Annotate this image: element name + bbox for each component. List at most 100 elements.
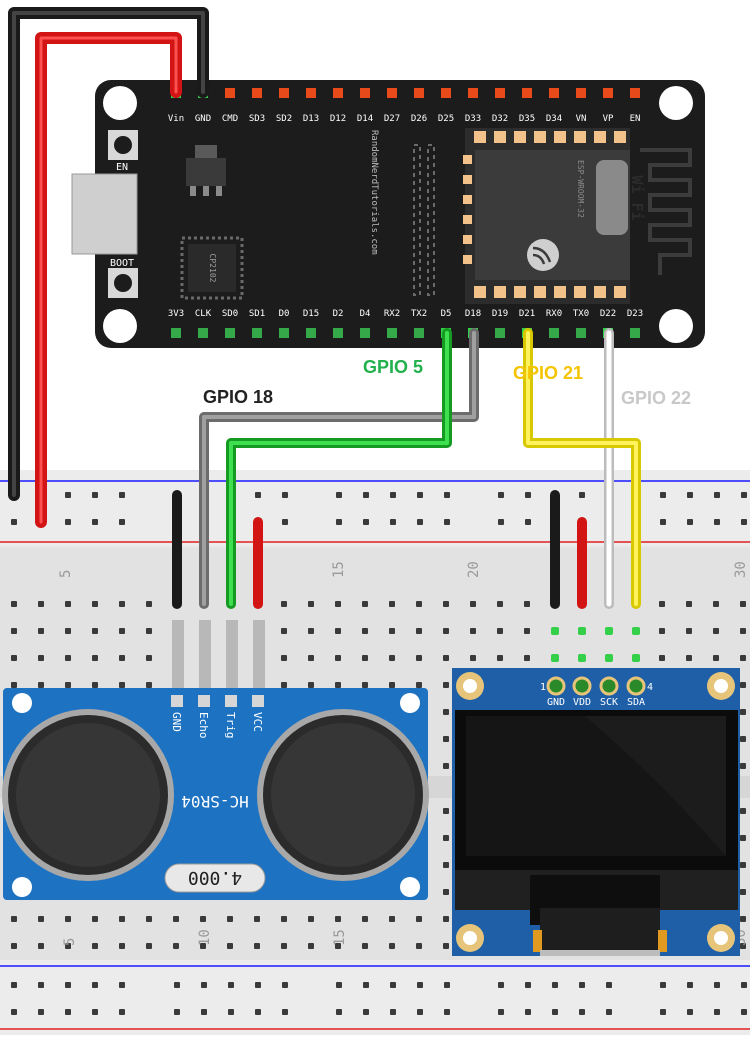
breadboard-hole <box>741 1009 747 1015</box>
breadboard-hole <box>741 492 747 498</box>
breadboard-hole <box>65 982 71 988</box>
board-pin-label: TX2 <box>411 309 427 319</box>
board-pin-label: SD1 <box>249 309 265 319</box>
breadboard-hole <box>363 519 369 525</box>
breadboard-hole <box>660 982 666 988</box>
breadboard-hole <box>335 655 341 661</box>
column-number: 15 <box>331 561 347 578</box>
board-pin-label: D21 <box>519 309 535 319</box>
breadboard-hole <box>119 1009 125 1015</box>
breadboard-hole <box>687 519 693 525</box>
breadboard-hole <box>200 916 206 922</box>
breadboard-hole <box>686 601 692 607</box>
board-pin-label: D33 <box>465 114 481 124</box>
breadboard-hole <box>659 628 665 634</box>
breadboard-hole <box>119 682 125 688</box>
breadboard-hole <box>714 492 720 498</box>
breadboard-hole <box>443 628 449 634</box>
board-pin-label: SD0 <box>222 309 238 319</box>
breadboard-hole <box>146 601 152 607</box>
breadboard-hole <box>254 916 260 922</box>
board-pin <box>333 88 343 98</box>
wires <box>8 7 641 609</box>
board-pin-label: D15 <box>303 309 319 319</box>
breadboard-hole <box>65 916 71 922</box>
breadboard-hole <box>363 1009 369 1015</box>
breadboard-hole <box>38 682 44 688</box>
mounting-hole <box>659 309 693 343</box>
breadboard-hole <box>443 736 449 742</box>
board-pin-label: D19 <box>492 309 508 319</box>
breadboard-hole <box>417 492 423 498</box>
breadboard-hole <box>228 982 234 988</box>
mounting-hole <box>103 309 137 343</box>
oled-pin-first: 1 <box>540 682 546 693</box>
breadboard-hole <box>92 682 98 688</box>
breadboard-hole <box>363 492 369 498</box>
breadboard-hole <box>498 982 504 988</box>
board-pin-label: VN <box>576 114 587 124</box>
breadboard-hole <box>444 519 450 525</box>
gpio18-label: GPIO 18 <box>203 387 273 407</box>
board-pin <box>522 88 532 98</box>
breadboard-hole <box>65 655 71 661</box>
board-pin-label: D5 <box>441 309 452 319</box>
board-pin <box>306 88 316 98</box>
module-pad <box>614 286 626 298</box>
column-number: 10 <box>197 929 213 946</box>
module-pad <box>463 175 472 184</box>
breadboard-hole <box>740 601 746 607</box>
breadboard-hole <box>146 916 152 922</box>
board-pin-label: GND <box>195 114 211 124</box>
breadboard-hole <box>92 628 98 634</box>
column-number: 15 <box>332 929 348 946</box>
gpio21-label: GPIO 21 <box>513 363 583 383</box>
cp2102-chip: CP2102 <box>180 236 244 300</box>
breadboard-hole <box>390 1009 396 1015</box>
breadboard-hole <box>11 519 17 525</box>
module-pad <box>534 131 546 143</box>
breadboard-hole <box>92 982 98 988</box>
breadboard-hole <box>740 943 746 949</box>
breadboard-hole <box>38 1009 44 1015</box>
breadboard-hole <box>740 763 746 769</box>
breadboard-hole <box>443 808 449 814</box>
breadboard-hole <box>38 916 44 922</box>
breadboard-hole <box>308 916 314 922</box>
module-pad <box>534 286 546 298</box>
breadboard-hole <box>308 655 314 661</box>
breadboard-hole <box>228 1009 234 1015</box>
breadboard-hole <box>119 916 125 922</box>
sensor-pin-vcc: VCC <box>251 712 264 732</box>
breadboard-hole <box>390 519 396 525</box>
breadboard-hole <box>525 492 531 498</box>
module-pad <box>594 286 606 298</box>
board-pin-label: D32 <box>492 114 508 124</box>
breadboard-hole <box>335 682 341 688</box>
board-pin-label: SD2 <box>276 114 292 124</box>
breadboard-hole <box>741 519 747 525</box>
breadboard-hole <box>416 655 422 661</box>
module-pad <box>463 155 472 164</box>
module-pad <box>614 131 626 143</box>
breadboard-hole <box>92 492 98 498</box>
breadboard-hole <box>255 982 261 988</box>
breadboard-hole <box>308 628 314 634</box>
espressif-logo <box>527 239 559 271</box>
breadboard-hole <box>119 492 125 498</box>
breadboard-hole <box>92 943 98 949</box>
column-numbers-top: 5 15 20 30 <box>58 561 749 578</box>
module-pad <box>554 286 566 298</box>
wifi-label: Wi Fi <box>628 175 646 220</box>
breadboard-hole <box>714 519 720 525</box>
breadboard-hole <box>579 492 585 498</box>
breadboard-hole <box>174 982 180 988</box>
wire-gnd-to-rail <box>12 11 205 497</box>
breadboard-hole <box>200 943 206 949</box>
oled-pin-sda: SDA <box>627 697 645 708</box>
board-pin <box>279 88 289 98</box>
breadboard-hole-active <box>605 627 613 635</box>
hc-sr04-sensor: GND Echo Trig VCC HC-SR04 4.000 <box>2 620 429 900</box>
breadboard-hole <box>255 492 261 498</box>
